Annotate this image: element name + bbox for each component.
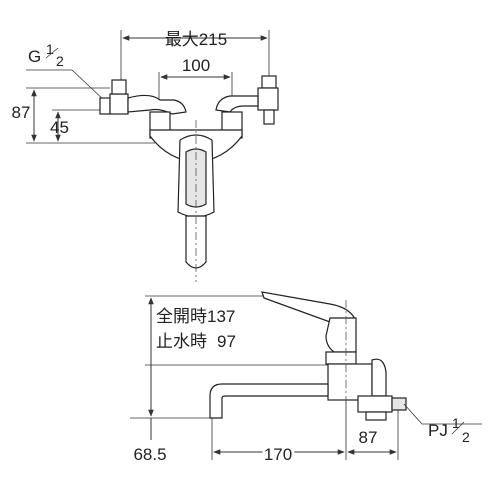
- center-distance-label: 100: [182, 56, 210, 75]
- side-spout: [209, 383, 329, 419]
- thread-leader: [26, 69, 107, 103]
- right-inlet-body: [257, 87, 279, 111]
- side-thread: [391, 397, 407, 411]
- side-cartridge: [325, 317, 357, 353]
- thread-label: G: [28, 47, 41, 66]
- full-open-label: 全開時137: [156, 307, 235, 326]
- left-inlet-body: [109, 93, 129, 115]
- right-inlet-nut: [263, 109, 275, 125]
- side-elbow: [371, 358, 387, 397]
- right-elbow: [215, 95, 259, 113]
- thread-fraction-den: 2: [56, 53, 64, 69]
- side-union-nut: [357, 395, 393, 413]
- bottom-685-label: 68.5: [133, 445, 166, 464]
- pj-fraction-den: 2: [462, 429, 470, 445]
- pj-label: PJ: [428, 421, 448, 440]
- thread-fraction-bar: [45, 47, 59, 59]
- front-view: 最大215 100 G 1 2 87 45: [12, 30, 279, 282]
- left-inlet-cap: [111, 79, 127, 95]
- right-inlet-cap: [261, 75, 277, 89]
- side-bottom-nut: [365, 411, 387, 421]
- thread-fraction-num: 1: [46, 41, 54, 57]
- side-collar: [325, 351, 357, 365]
- pj-fraction-bar: [451, 421, 465, 435]
- offset-87-label: 87: [359, 428, 378, 447]
- spout-front: [185, 215, 207, 269]
- lever-recess: [185, 148, 207, 208]
- left-elbow: [127, 94, 187, 115]
- spout-170-label: 170: [264, 445, 292, 464]
- max-width-label: 最大215: [165, 30, 227, 49]
- side-body: [327, 363, 373, 401]
- pj-fraction-num: 1: [452, 415, 460, 431]
- height-87-label: 87: [12, 103, 31, 122]
- left-inlet-nut: [99, 97, 111, 115]
- height-45-label: 45: [50, 118, 69, 137]
